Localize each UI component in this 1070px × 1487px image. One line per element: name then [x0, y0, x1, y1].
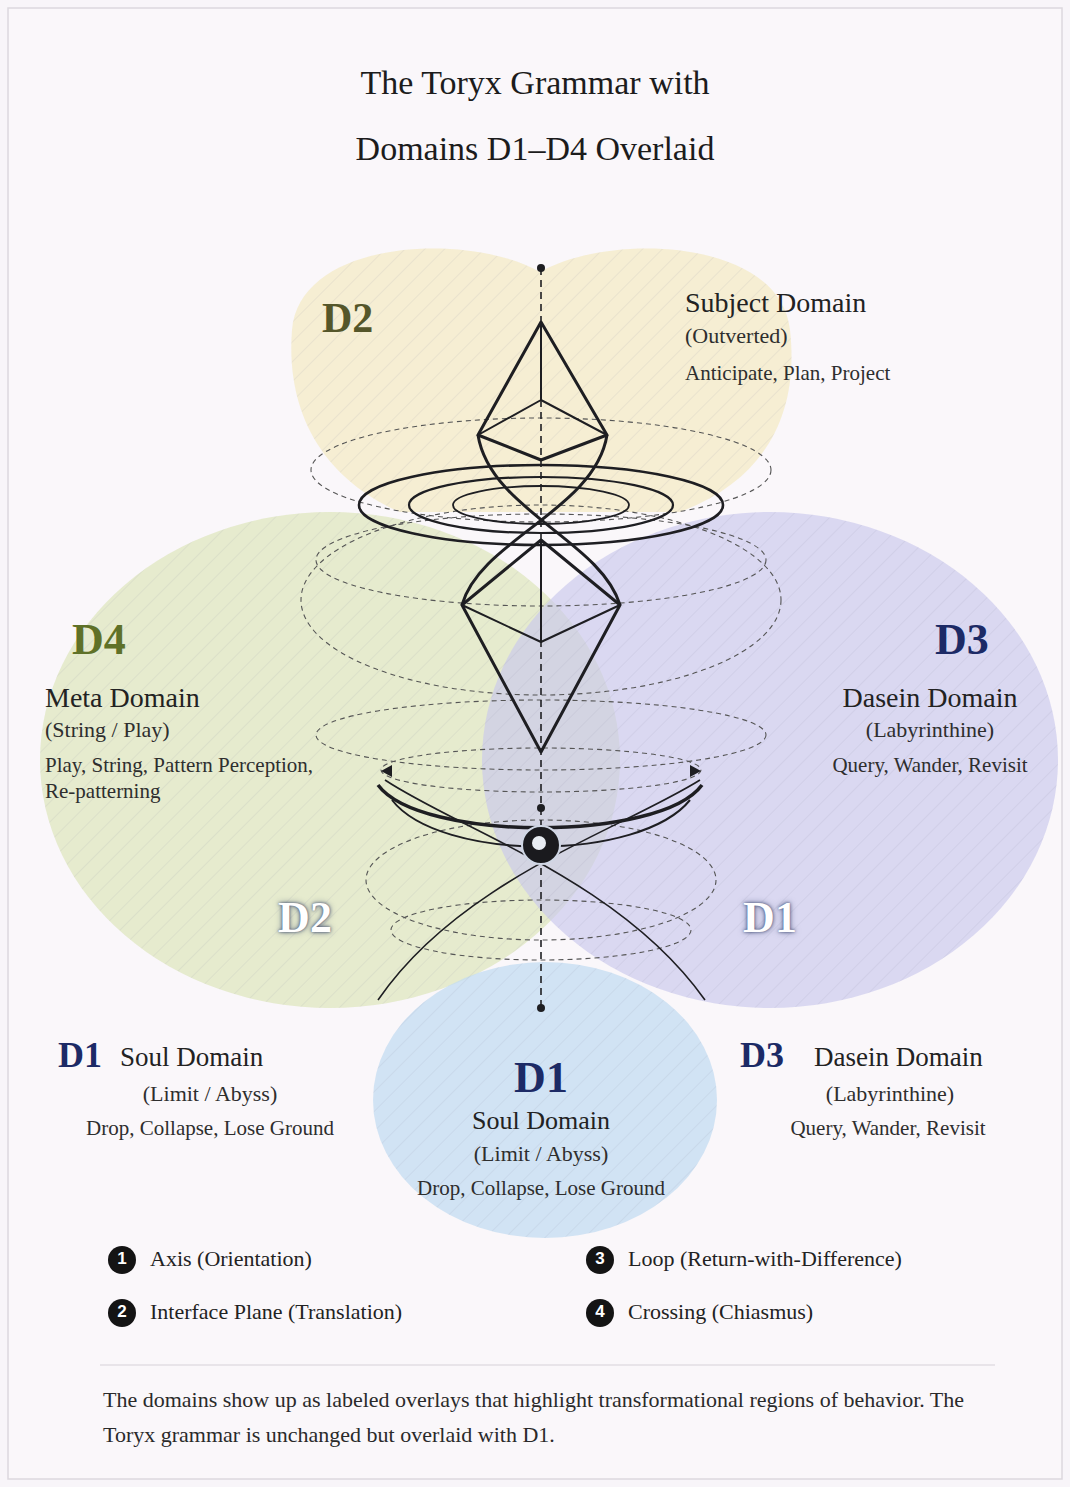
overlay-code: D1 [710, 890, 830, 945]
caption-rule [100, 1364, 995, 1365]
domain-code: D3 [935, 612, 989, 667]
domain-code: D1 [58, 1033, 102, 1078]
callout-number: 1 [108, 1248, 136, 1269]
loop-ring [409, 477, 673, 533]
figure-stroke [462, 435, 607, 605]
frame-border [8, 8, 1062, 1479]
domain-subtitle: (Labyrinthine) [810, 716, 1050, 744]
legend-entry: Interface Plane (Translation) [150, 1298, 402, 1326]
callout-number: 2 [108, 1301, 136, 1322]
figure-stroke [462, 540, 620, 752]
domain-subtitle: (String / Play) [45, 716, 170, 744]
domain-title: Dasein Domain [814, 1041, 983, 1075]
callout-number: 4 [586, 1301, 614, 1322]
callout-badge [586, 1299, 614, 1327]
figure-stroke [478, 322, 607, 460]
caption: The domains show up as labeled overlays … [103, 1382, 983, 1452]
loop-ring [453, 486, 629, 524]
region-shape [482, 512, 1058, 1008]
domain-verbs: Drop, Collapse, Lose Ground [371, 1175, 711, 1201]
loop-ring [359, 465, 723, 545]
orbit [366, 820, 716, 940]
axis-dot [537, 804, 545, 812]
axis-dot [537, 264, 545, 272]
figure-stroke [478, 435, 620, 605]
domain-title: Meta Domain [45, 680, 200, 715]
axis-dot [537, 1004, 545, 1012]
center-point [522, 826, 560, 864]
callout-badge [108, 1299, 136, 1327]
orbit [391, 900, 691, 960]
domain-subtitle: (Limit / Abyss) [60, 1080, 360, 1108]
domain-code: D2 [322, 292, 373, 345]
domain-code: D1 [441, 1050, 641, 1105]
dashed-orbits [301, 418, 781, 960]
figure-stroke [462, 540, 620, 642]
figure-stroke [385, 780, 705, 1000]
domain-title: Soul Domain [120, 1041, 263, 1075]
diagram-title: The Toryx Grammar with Domains D1–D4 Ove… [235, 50, 835, 183]
legend-entry: Crossing (Chiasmus) [628, 1298, 813, 1326]
callout-badge [586, 1246, 614, 1274]
domain-title: Subject Domain [685, 285, 866, 320]
orbit [301, 505, 781, 695]
hatching [0, 220, 1070, 1250]
legend-entry: Loop (Return-with-Difference) [628, 1245, 902, 1273]
legend-entry: Axis (Orientation) [150, 1245, 312, 1273]
center-highlight [532, 836, 546, 850]
arrow-head [381, 765, 392, 777]
orbit [311, 418, 771, 522]
callout-number: 3 [586, 1248, 614, 1269]
domain-verbs: Drop, Collapse, Lose Ground [50, 1115, 370, 1141]
subject-domain-region: D2 Subject Domain(Outverted) Anticipate, P… [280, 225, 980, 525]
orbit [316, 514, 766, 606]
domain-verbs: Play, String, Pattern Perception, Re-pat… [45, 752, 317, 805]
figure-stroke [378, 780, 700, 1000]
domain-code: D4 [72, 612, 126, 667]
overlay-code: D2 [245, 890, 365, 945]
domain-verbs: Anticipate, Plan, Project [685, 360, 890, 386]
domain-subtitle: (Limit / Abyss) [391, 1140, 691, 1168]
axis-line [540, 268, 542, 1008]
domain-title: Soul Domain [391, 1105, 691, 1138]
orbit [381, 748, 701, 792]
domain-title: Dasein Domain [810, 680, 1050, 715]
domain-verbs: Query, Wander, Revisit [738, 1115, 1038, 1141]
figure-stroke [378, 785, 702, 828]
region-fill [482, 512, 1058, 1008]
soul-domain-region: D1Soul Domain(Limit / Abyss) Drop, Collap… [360, 960, 730, 1230]
toryx-figure [359, 322, 723, 1000]
figure-stroke [392, 800, 690, 847]
arrow-head [690, 765, 701, 777]
orbit [316, 700, 766, 770]
domain-subtitle: (Labyrinthine) [760, 1080, 1020, 1108]
callout-badge [108, 1246, 136, 1274]
domain-code: D3 [740, 1033, 784, 1078]
domain-verbs: Query, Wander, Revisit [810, 752, 1050, 778]
figure-stroke [478, 322, 607, 435]
domain-subtitle: (Outverted) [685, 322, 788, 350]
